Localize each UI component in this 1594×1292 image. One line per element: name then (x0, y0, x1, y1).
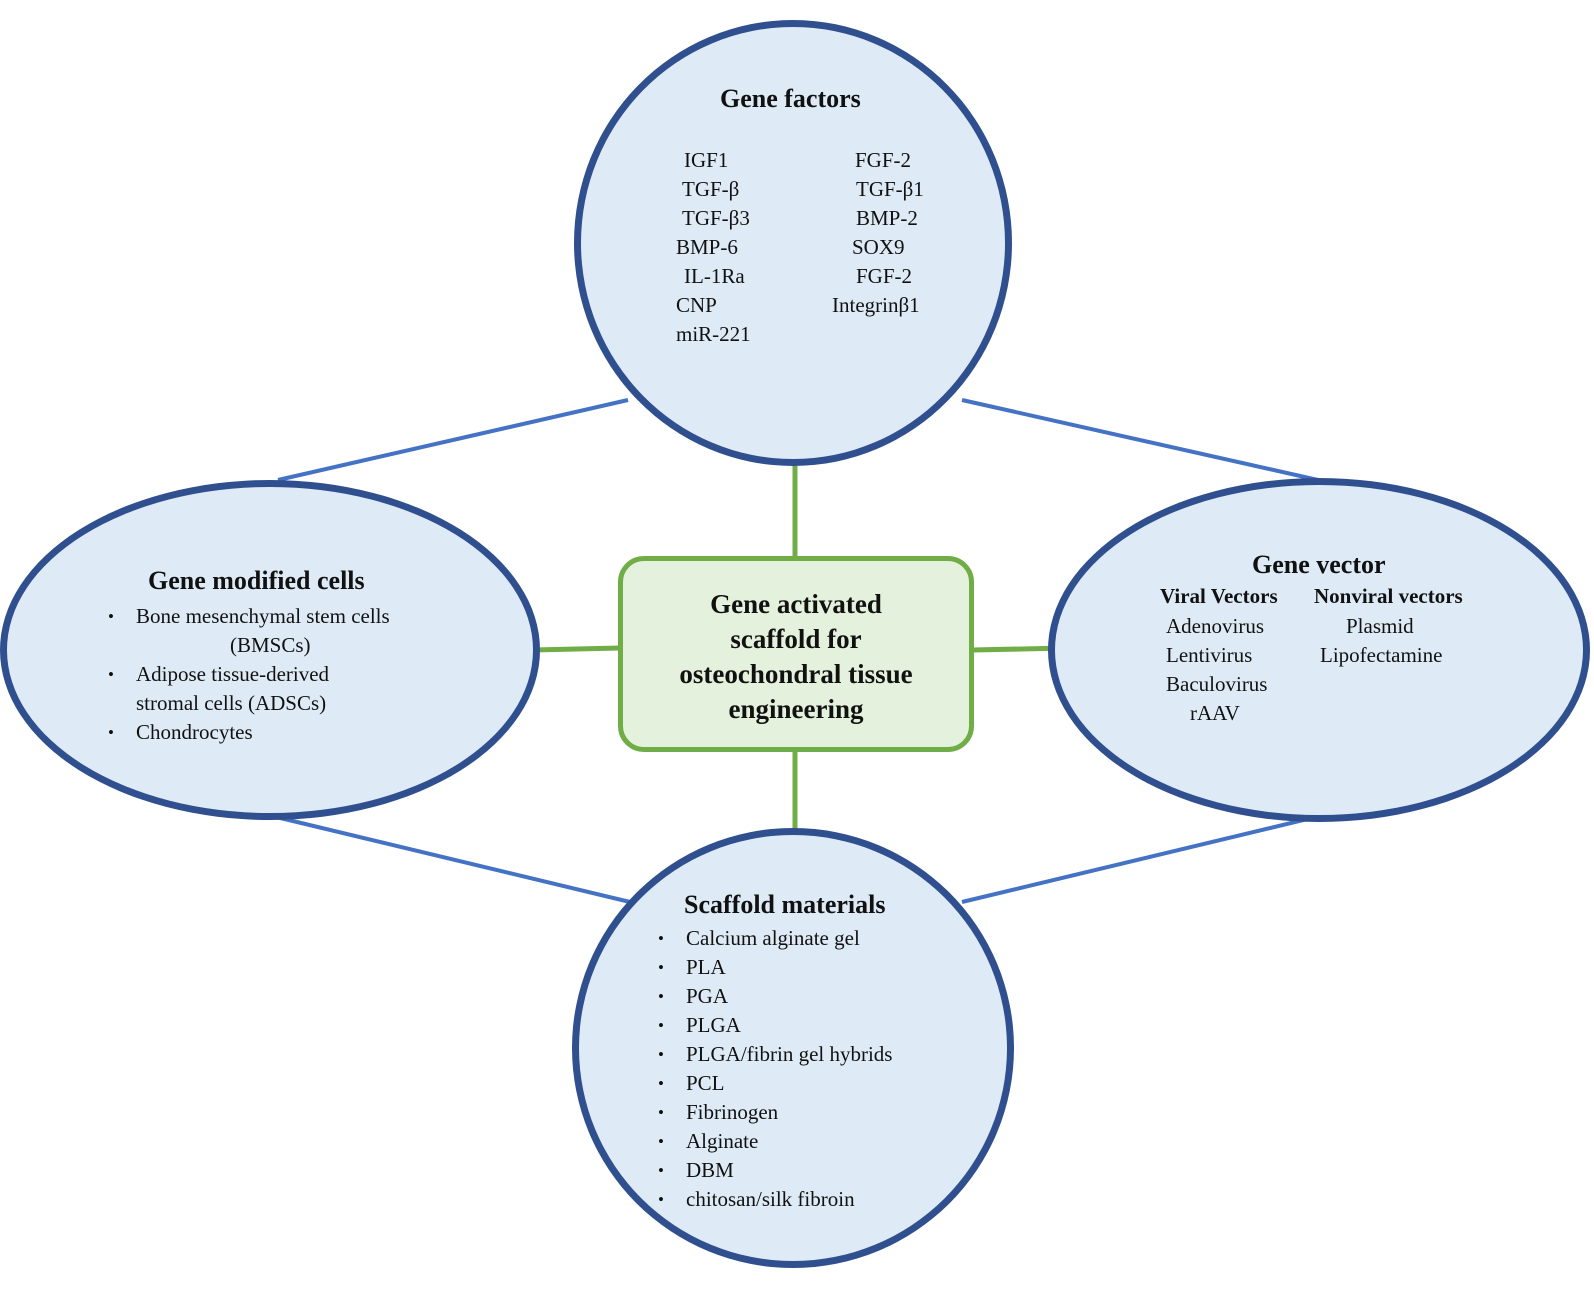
gene-factor-item: BMP-2 (856, 206, 918, 230)
gene-factor-item: TGF-β3 (682, 206, 750, 230)
gene-factor-item: Integrinβ1 (832, 293, 920, 317)
nonviral-vector-item: Plasmid (1346, 614, 1414, 638)
gene-vector-title: Gene vector (1252, 550, 1386, 579)
gene-modified-cells-title: Gene modified cells (148, 566, 365, 595)
list-item: Fibrinogen (656, 1098, 892, 1127)
gene-factor-item: SOX9 (852, 235, 905, 259)
connector-center-cells (532, 645, 621, 653)
list-item: PLGA/fibrin gel hybrids (656, 1040, 892, 1069)
viral-vectors-header: Viral Vectors (1160, 584, 1278, 608)
gene-modified-cells-list: Bone mesenchymal stem cells(BMSCs) Adipo… (106, 602, 390, 747)
viral-vector-item: rAAV (1190, 701, 1240, 725)
connector-factors-vector (961, 398, 1319, 482)
list-item: PLA (656, 953, 892, 982)
nonviral-vectors-header: Nonviral vectors (1314, 584, 1463, 608)
list-item: Calcium alginate gel (656, 924, 892, 953)
gene-factor-item: IGF1 (684, 148, 729, 172)
list-item: PGA (656, 982, 892, 1011)
gene-factor-item: TGF-β1 (856, 177, 924, 201)
viral-vector-item: Lentivirus (1166, 643, 1253, 667)
connector-vector-materials (961, 814, 1321, 904)
gene-factor-item: CNP (676, 293, 717, 317)
scaffold-materials-title: Scaffold materials (684, 890, 886, 919)
gene-activated-scaffold-box: Gene activated scaffold for osteochondra… (618, 556, 974, 752)
list-item: Alginate (656, 1127, 892, 1156)
connector-cells-materials (271, 814, 631, 904)
connector-factors-cells (277, 398, 629, 482)
gene-factor-item: FGF-2 (855, 148, 912, 172)
gene-factor-item: miR-221 (676, 322, 751, 346)
gene-factor-item: BMP-6 (676, 235, 738, 259)
gene-factors-title: Gene factors (720, 84, 861, 113)
list-item: DBM (656, 1156, 892, 1185)
list-item: Chondrocytes (106, 718, 390, 747)
gene-factor-item: FGF-2 (856, 264, 913, 288)
nonviral-vector-item: Lipofectamine (1320, 643, 1443, 667)
gene-factors-node (574, 20, 1012, 466)
list-item: PCL (656, 1069, 892, 1098)
viral-vector-item: Baculovirus (1166, 672, 1268, 696)
gene-factor-item: TGF-β (682, 177, 740, 201)
gene-factor-item: IL-1Ra (684, 264, 745, 288)
list-item: PLGA (656, 1011, 892, 1040)
list-item: Bone mesenchymal stem cells(BMSCs) (106, 602, 390, 660)
list-item: chitosan/silk fibroin (656, 1185, 892, 1214)
scaffold-materials-list: Calcium alginate gelPLAPGAPLGAPLGA/fibri… (656, 924, 892, 1214)
gene-vector-node (1048, 478, 1590, 822)
viral-vector-item: Adenovirus (1166, 614, 1264, 638)
center-label: Gene activated scaffold for osteochondra… (679, 589, 913, 724)
